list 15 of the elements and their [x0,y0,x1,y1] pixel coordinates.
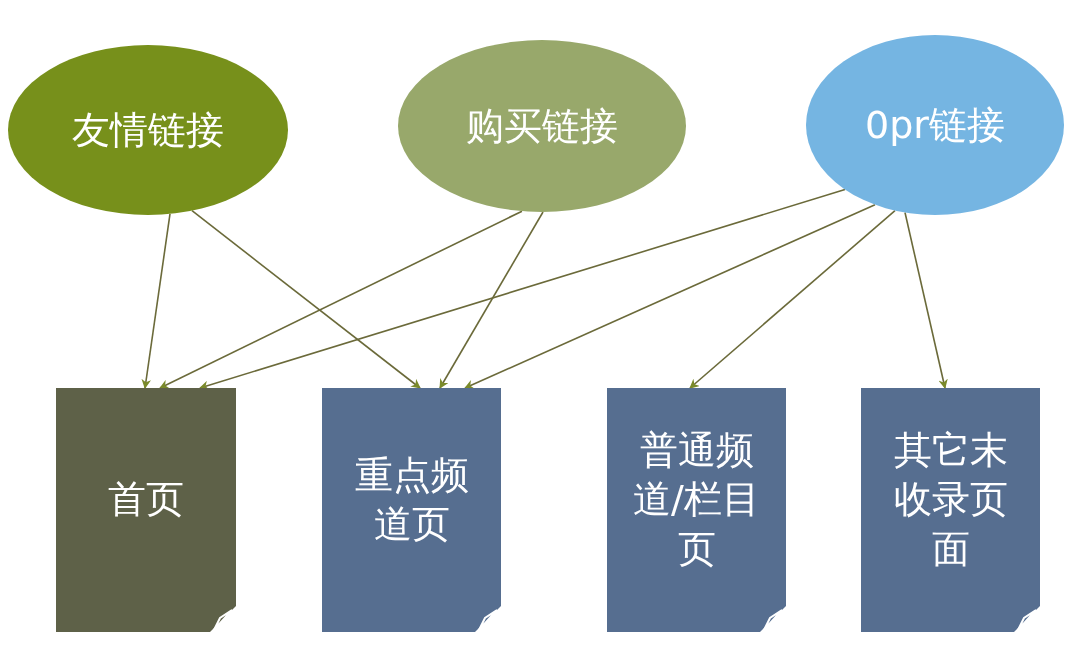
arrow [159,210,523,389]
page-box: 普通频道/栏目页 [607,388,786,632]
page-box: 其它末收录页面 [861,388,1040,632]
arrow [904,211,948,389]
arrow [464,203,876,389]
ellipse-node: 友情链接 [8,45,288,215]
page-box: 重点频道页 [322,388,501,632]
arrow [439,211,544,389]
page-box: 首页 [56,388,236,632]
arrow [199,188,846,391]
arrow [689,209,896,389]
ellipse-node: 0pr链接 [806,35,1064,215]
arrow [141,213,171,389]
arrow [191,209,421,389]
ellipse-node: 购买链接 [398,40,686,212]
